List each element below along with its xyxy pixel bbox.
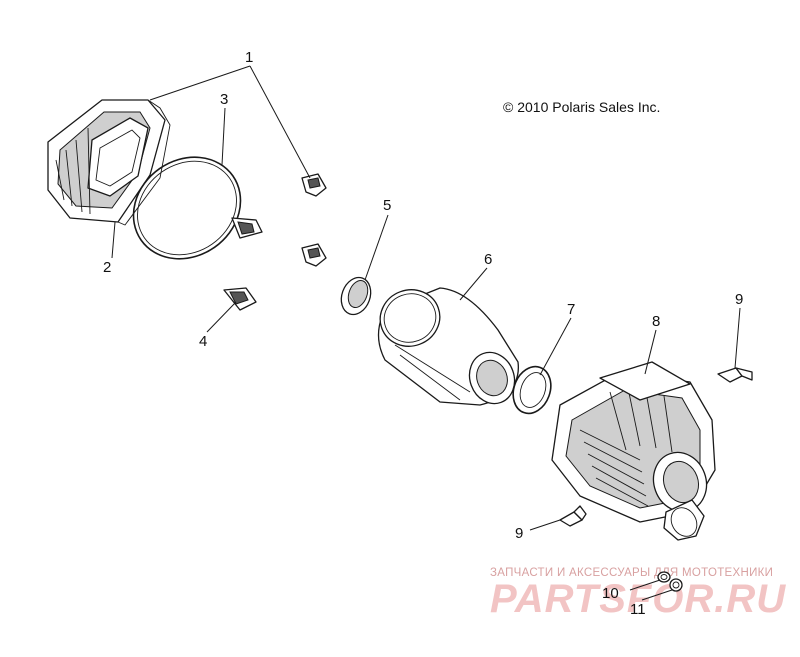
- part-1-clip-b: [231, 217, 263, 239]
- part-6-air-filter: [377, 287, 519, 406]
- part-3-seal-ring: [132, 156, 242, 260]
- part-1-clip-c: [301, 243, 327, 267]
- part-5-cap: [340, 276, 372, 316]
- watermark: ЗАПЧАСТИ И АКСЕССУАРЫ ДЛЯ МОТОТЕХНИКИ PA…: [490, 567, 786, 621]
- watermark-tagline: ЗАПЧАСТИ И АКСЕССУАРЫ ДЛЯ МОТОТЕХНИКИ: [490, 567, 773, 579]
- callout-3: 3: [220, 91, 228, 108]
- callout-2: 2: [103, 259, 111, 276]
- part-11-fastener: [669, 578, 683, 592]
- callout-9-top: 9: [735, 291, 743, 308]
- callout-7: 7: [567, 301, 575, 318]
- part-7-sleeve-ring: [512, 365, 552, 415]
- callout-6: 6: [484, 251, 492, 268]
- part-4-clip: [223, 287, 257, 311]
- part-8-airbox-housing: [551, 361, 716, 541]
- watermark-brand: PARTSFOR.RU: [490, 577, 786, 621]
- callout-1: 1: [245, 49, 253, 66]
- part-1-clip-a: [301, 173, 327, 197]
- callout-11: 11: [630, 601, 646, 618]
- part-9-fitting-bottom: [559, 505, 587, 527]
- part-9-fitting-top: [717, 367, 753, 383]
- part-10-washer: [657, 571, 671, 583]
- copyright-text: © 2010 Polaris Sales Inc.: [503, 99, 660, 115]
- callout-4: 4: [199, 333, 207, 350]
- callout-10: 10: [602, 585, 619, 602]
- leader-lines: [111, 65, 741, 601]
- callout-9-bottom: 9: [515, 525, 523, 542]
- callouts: 1 2 3 4 5 6 7 8 9 9 10 11: [103, 49, 743, 618]
- callout-8: 8: [652, 313, 660, 330]
- callout-5: 5: [383, 197, 391, 214]
- part-2-airbox-cover: [47, 99, 171, 226]
